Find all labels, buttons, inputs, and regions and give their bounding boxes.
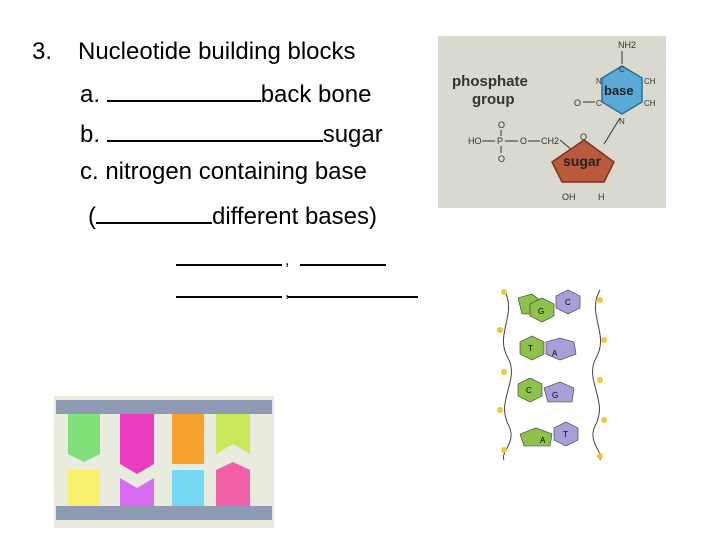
item-b-prefix: b. bbox=[80, 121, 107, 148]
dna-backbone-right bbox=[592, 289, 602, 461]
base-pentagon bbox=[543, 381, 575, 403]
phosphate-dot bbox=[597, 377, 603, 383]
nucleotide-background bbox=[438, 36, 666, 208]
pair-4-left: A bbox=[540, 436, 546, 445]
atom-ho: HO bbox=[468, 136, 482, 146]
comma-1: , bbox=[285, 252, 290, 269]
base-pentagon bbox=[519, 427, 553, 447]
bond bbox=[603, 117, 621, 145]
atom-n-right: N bbox=[619, 117, 625, 126]
item-c-text: c. nitrogen containing base bbox=[80, 158, 367, 185]
atom-n-left: N bbox=[596, 77, 602, 86]
item-c: c. nitrogen containing base bbox=[80, 158, 367, 186]
heading-title: Nucleotide building blocks bbox=[78, 38, 356, 65]
atom-o-left: O bbox=[574, 98, 581, 108]
base-hexagon bbox=[555, 289, 581, 315]
base-hexagon bbox=[601, 65, 643, 115]
atom-p: P bbox=[497, 136, 503, 146]
block-top-3 bbox=[172, 414, 204, 464]
block-diagram bbox=[54, 396, 274, 528]
item-b-blank[interactable] bbox=[106, 118, 323, 142]
atom-h: H bbox=[598, 192, 605, 202]
item-a: a. back bone bbox=[80, 78, 371, 109]
item-b: b. sugar bbox=[80, 118, 383, 149]
base-hexagon bbox=[519, 335, 545, 361]
pair-3-left: C bbox=[526, 386, 532, 395]
sugar-pentagon bbox=[551, 139, 615, 183]
block-bar-bottom bbox=[56, 506, 272, 520]
atom-o-top: O bbox=[498, 120, 505, 130]
atom-ch-bottom: CH bbox=[644, 99, 656, 108]
heading-number: 3. bbox=[32, 38, 53, 65]
item-d-suffix: different bases) bbox=[212, 203, 377, 230]
phosphate-dot bbox=[601, 337, 607, 343]
atom-c-top: C bbox=[619, 65, 625, 74]
dna-backbone-left bbox=[502, 289, 512, 461]
phosphate-dot bbox=[597, 453, 603, 459]
item-b-suffix: sugar bbox=[322, 121, 383, 148]
pair-2-right: A bbox=[552, 349, 558, 358]
pair-3-right: G bbox=[552, 391, 558, 400]
item-d-blank[interactable] bbox=[96, 200, 212, 224]
atom-oh: OH bbox=[562, 192, 576, 202]
phosphate-dot bbox=[501, 289, 507, 295]
block-bottom-3 bbox=[172, 470, 204, 506]
atom-c-left: C bbox=[596, 99, 602, 108]
phosphate-dot bbox=[497, 407, 503, 413]
pair-1-left: G bbox=[538, 307, 544, 316]
nucleotide-diagram: phosphate group O HO P O CH2 O sugar O O… bbox=[438, 36, 666, 208]
group-label: group bbox=[472, 91, 515, 108]
item-d: ( different bases) bbox=[88, 200, 377, 231]
bond bbox=[559, 139, 573, 151]
block-bar-top bbox=[56, 400, 272, 414]
atom-ch-top: CH bbox=[644, 77, 656, 86]
block-top-1 bbox=[68, 414, 100, 462]
comma-2: , bbox=[285, 284, 290, 301]
base-pentagon bbox=[545, 337, 577, 361]
phosphate-dot bbox=[597, 297, 603, 303]
base-hexagon bbox=[517, 377, 543, 403]
block-bottom-1 bbox=[68, 470, 100, 506]
base-hexagon bbox=[553, 421, 579, 447]
block-bottom-2 bbox=[120, 478, 154, 506]
atom-o-bottom: O bbox=[498, 154, 505, 164]
base-label: base bbox=[604, 83, 634, 98]
pair-1-right: C bbox=[565, 298, 571, 307]
pair-2-left: T bbox=[528, 344, 533, 353]
item-a-suffix: back bone bbox=[260, 81, 372, 108]
pair-4-right: T bbox=[563, 430, 568, 439]
phosphate-dot bbox=[497, 327, 503, 333]
item-d-prefix: ( bbox=[88, 203, 96, 230]
phosphate-label: phosphate bbox=[452, 73, 528, 90]
base-blank-2[interactable] bbox=[300, 264, 386, 266]
phosphate-dot bbox=[601, 417, 607, 423]
block-top-2 bbox=[120, 414, 154, 474]
phosphate-dot bbox=[501, 369, 507, 375]
atom-o-link: O bbox=[520, 136, 527, 146]
block-bottom-4 bbox=[216, 462, 250, 506]
phosphate-dot bbox=[501, 447, 507, 453]
block-top-4 bbox=[216, 414, 250, 454]
atom-o-ring: O bbox=[580, 132, 587, 142]
base-hexagon bbox=[529, 297, 555, 323]
base-blank-3[interactable] bbox=[176, 296, 282, 298]
atom-nh2: NH2 bbox=[618, 40, 636, 50]
base-blank-1[interactable] bbox=[176, 264, 282, 266]
dna-diagram: G C T A C G A T bbox=[497, 289, 607, 461]
item-a-blank[interactable] bbox=[106, 78, 261, 102]
atom-ch2: CH2 bbox=[541, 136, 559, 146]
item-a-prefix: a. bbox=[80, 81, 107, 108]
sugar-label: sugar bbox=[563, 153, 602, 169]
base-blank-4[interactable] bbox=[288, 296, 418, 298]
